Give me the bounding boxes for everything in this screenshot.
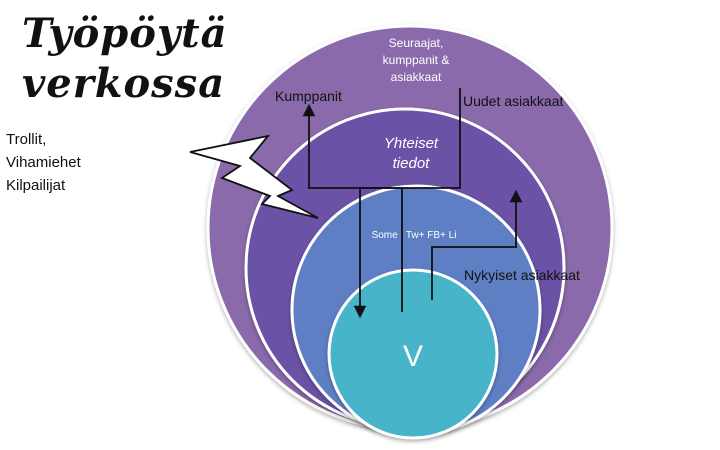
threat-vihamiehet: Vihamiehet bbox=[6, 154, 81, 171]
arrow-nykyiset-asiakkaat bbox=[431, 189, 523, 300]
page-title-line2: verkossa bbox=[22, 60, 226, 107]
threat-kilpailijat: Kilpailijat bbox=[6, 177, 66, 194]
ring-outer-label-3: asiakkaat bbox=[391, 70, 442, 84]
ring-yhteiset-label-2: tiedot bbox=[393, 155, 431, 172]
label-kumppanit: Kumppanit bbox=[275, 88, 342, 104]
ring-outer-label-2: kumppanit & bbox=[383, 53, 450, 67]
center-circle bbox=[327, 268, 499, 440]
label-uudet-asiakkaat: Uudet asiakkaat bbox=[463, 93, 564, 109]
center-label: V bbox=[403, 340, 423, 373]
ring-some-label: Some : Tw+ FB+ Li bbox=[372, 230, 457, 241]
threats-label: Trollit, Vihamiehet Kilpailijat bbox=[6, 128, 116, 197]
arrow-uudet-asiakkaat bbox=[353, 88, 461, 319]
ring-outer-label-1: Seuraajat, bbox=[389, 36, 444, 50]
page-title-line1: Työpöytä bbox=[22, 10, 228, 57]
lightning-bolt-icon bbox=[189, 134, 319, 219]
threat-trollit: Trollit, bbox=[6, 131, 47, 148]
label-nykyiset-asiakkaat: Nykyiset asiakkaat bbox=[464, 267, 580, 283]
arrow-kumppanit bbox=[302, 103, 403, 312]
ring-yhteiset-label-1: Yhteiset bbox=[384, 135, 439, 152]
